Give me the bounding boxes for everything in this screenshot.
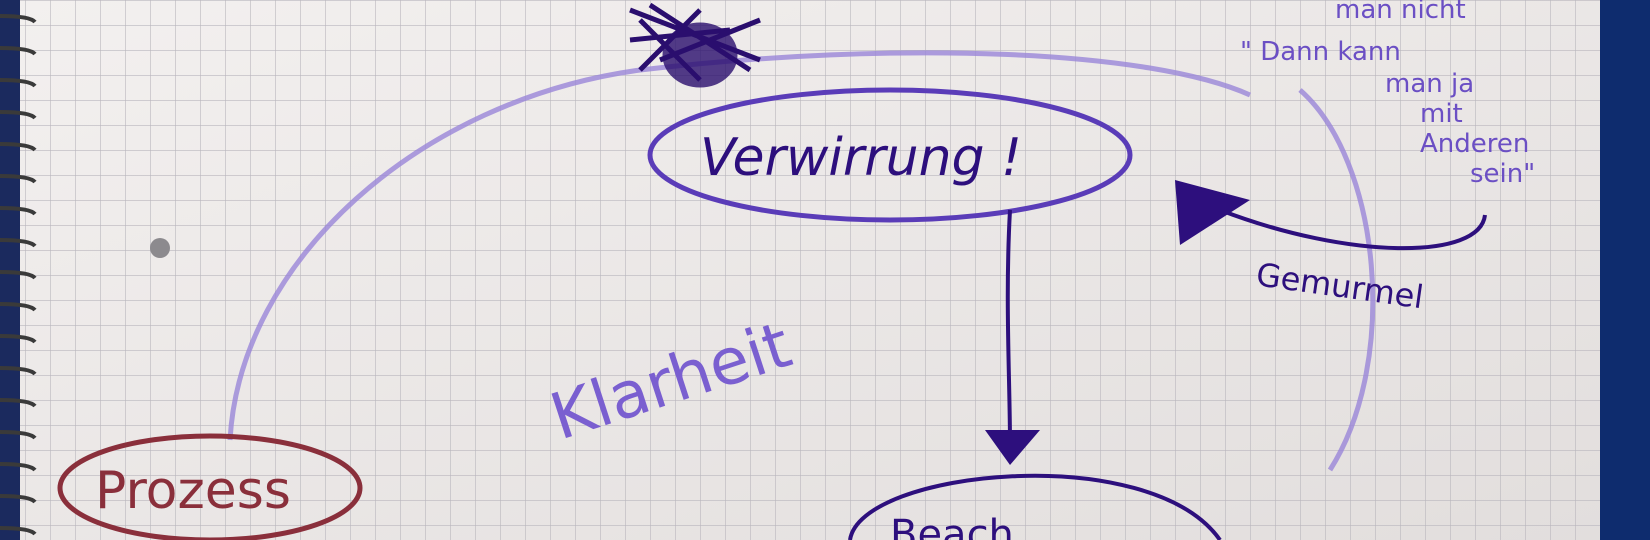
spiral-binding — [0, 14, 37, 536]
blue-cover-edge — [1600, 0, 1650, 540]
corner-notes: man nicht " Dann kann man ja mit Anderen… — [1240, 0, 1535, 189]
confusion-oval — [647, 87, 1133, 223]
murmur-arrow — [1175, 180, 1487, 251]
process-oval — [57, 433, 363, 540]
bottom-partial-label: Beach... — [890, 512, 1052, 540]
corner-line-1: man nicht — [1335, 0, 1466, 25]
down-arrow — [985, 209, 1040, 465]
ink-scribble — [629, 2, 761, 88]
process-label: Prozess — [95, 461, 291, 521]
corner-line-3: man ja — [1385, 69, 1474, 99]
light-purple-arcs — [227, 50, 1376, 472]
punch-hole — [150, 238, 170, 258]
corner-line-5: Anderen — [1420, 129, 1529, 159]
confusion-label: Verwirrung ! — [700, 128, 1022, 188]
bottom-oval — [848, 473, 1222, 540]
corner-line-2: " Dann kann — [1240, 37, 1401, 67]
corner-line-6: sein" — [1470, 159, 1535, 189]
corner-line-4: mit — [1420, 99, 1463, 129]
